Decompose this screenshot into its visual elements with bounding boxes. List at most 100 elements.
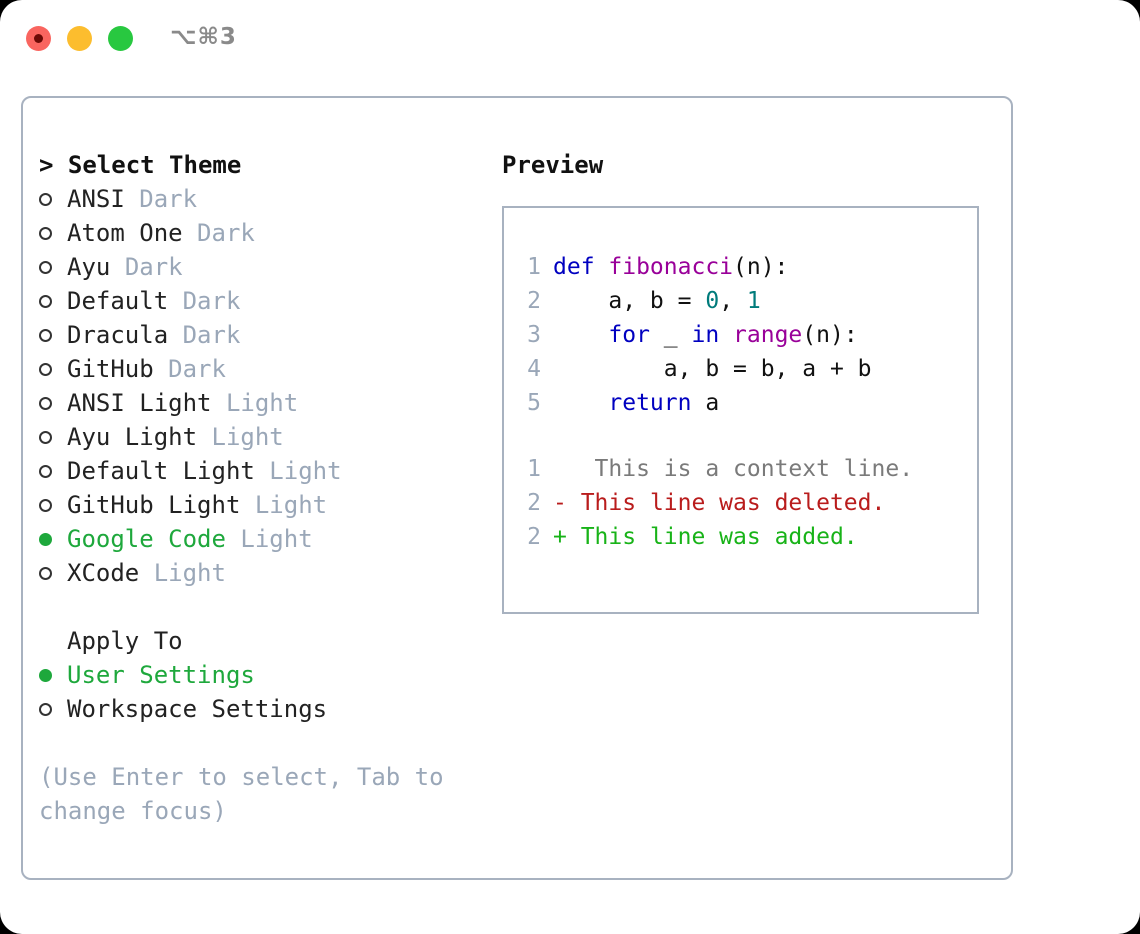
apply-to-option-workspace-settings[interactable]: Workspace Settings xyxy=(39,692,479,726)
section-spacer xyxy=(39,590,479,624)
theme-option-kind: Dark xyxy=(168,355,226,383)
close-button[interactable] xyxy=(26,26,51,51)
diff-sign xyxy=(553,456,567,482)
label-spacer xyxy=(212,389,226,417)
radio-unselected-icon xyxy=(39,692,67,726)
line-number: 3 xyxy=(527,322,541,348)
theme-option-label: XCode xyxy=(67,559,140,587)
code-token-plain: a, b = b, a + b xyxy=(553,356,872,382)
theme-option-xcode[interactable]: XCode Light xyxy=(39,556,479,590)
code-token-fn: fibonacci xyxy=(608,254,734,280)
diff-sample: 1 This is a context line.2- This line wa… xyxy=(515,452,971,554)
maximize-button[interactable] xyxy=(108,26,133,51)
line-number: 1 xyxy=(527,456,541,482)
label-spacer xyxy=(240,491,254,519)
diff-text: This line was deleted. xyxy=(566,490,886,516)
theme-option-kind: Dark xyxy=(139,185,198,213)
title-bar: ⌥⌘3 xyxy=(0,0,1140,78)
radio-unselected-icon xyxy=(39,488,67,522)
theme-option-github-light[interactable]: GitHub Light Light xyxy=(39,488,479,522)
theme-option-ansi-light[interactable]: ANSI Light Light xyxy=(39,386,479,420)
theme-option-google-code[interactable]: Google Code Light xyxy=(39,522,479,556)
code-token-plain: a, b = xyxy=(553,288,706,314)
theme-option-label: GitHub Light xyxy=(67,491,241,519)
code-token-num: 0 xyxy=(705,288,720,314)
select-theme-header: > Select Theme xyxy=(39,151,242,179)
code-token-kw: for xyxy=(608,322,650,348)
code-token-kw: in xyxy=(691,322,720,348)
code-token-punc: (n): xyxy=(802,322,858,348)
theme-option-ayu[interactable]: Ayu Dark xyxy=(39,250,479,284)
theme-option-kind: Light xyxy=(153,559,226,587)
preview-title: Preview xyxy=(502,151,604,179)
code-token-plain xyxy=(553,390,608,416)
theme-option-ansi[interactable]: ANSI Dark xyxy=(39,182,479,216)
radio-selected-icon xyxy=(39,522,67,556)
radio-unselected-icon xyxy=(39,556,67,590)
theme-option-atom-one[interactable]: Atom One Dark xyxy=(39,216,479,250)
theme-option-label: Default Light xyxy=(67,457,255,485)
diff-line-del: 2- This line was deleted. xyxy=(515,486,971,520)
code-token-num: 1 xyxy=(746,288,761,314)
theme-option-label: Ayu xyxy=(67,253,111,281)
theme-option-github[interactable]: GitHub Dark xyxy=(39,352,479,386)
code-token-kw: return xyxy=(608,390,692,416)
line-number: 2 xyxy=(527,288,541,314)
radio-unselected-icon xyxy=(39,216,67,250)
radio-unselected-icon xyxy=(39,250,67,284)
label-spacer xyxy=(226,525,240,553)
theme-option-kind: Light xyxy=(225,389,299,417)
theme-option-kind: Light xyxy=(254,491,328,519)
label-spacer xyxy=(168,287,182,315)
radio-selected-icon xyxy=(39,658,67,692)
label-spacer xyxy=(125,185,139,213)
diff-text: This line was added. xyxy=(566,524,858,550)
line-number: 2 xyxy=(527,490,541,516)
radio-unselected-icon xyxy=(39,318,67,352)
minimize-button[interactable] xyxy=(67,26,92,51)
label-spacer xyxy=(255,457,269,485)
code-token-plain: a xyxy=(691,390,720,416)
keyboard-hint-text: (Use Enter to select, Tab to change focu… xyxy=(39,763,444,825)
diff-sign: - xyxy=(553,490,567,516)
theme-option-dracula[interactable]: Dracula Dark xyxy=(39,318,479,352)
label-spacer xyxy=(154,355,168,383)
line-number: 2 xyxy=(527,524,541,550)
code-line: 5 return a xyxy=(515,386,971,420)
line-number: 5 xyxy=(527,390,541,416)
radio-unselected-icon xyxy=(39,352,67,386)
diff-line-ctx: 1 This is a context line. xyxy=(515,452,971,486)
code-token-plain: _ xyxy=(649,322,692,348)
theme-option-label: ANSI xyxy=(67,185,125,213)
theme-option-label: Ayu Light xyxy=(67,423,198,451)
theme-option-default-light[interactable]: Default Light Light xyxy=(39,454,479,488)
code-line: 3 for _ in range(n): xyxy=(515,318,971,352)
label-spacer xyxy=(110,253,124,281)
theme-option-kind: Light xyxy=(211,423,284,451)
theme-option-label: Atom One xyxy=(67,219,183,247)
theme-option-kind: Light xyxy=(269,457,342,485)
radio-unselected-icon xyxy=(39,386,67,420)
radio-unselected-icon xyxy=(39,420,67,454)
theme-option-ayu-light[interactable]: Ayu Light Light xyxy=(39,420,479,454)
apply-to-option-user-settings[interactable]: User Settings xyxy=(39,658,479,692)
radio-unselected-icon xyxy=(39,284,67,318)
label-spacer xyxy=(168,321,182,349)
theme-option-default[interactable]: Default Dark xyxy=(39,284,479,318)
code-token-plain xyxy=(719,322,733,348)
theme-option-kind: Light xyxy=(240,525,313,553)
diff-line-add: 2 + This line was added. xyxy=(515,520,971,554)
keyboard-shortcut-label: ⌥⌘3 xyxy=(170,24,237,50)
code-line: 4 a, b = b, a + b xyxy=(515,352,971,386)
diff-sign: + xyxy=(553,524,567,550)
label-spacer xyxy=(183,219,197,247)
